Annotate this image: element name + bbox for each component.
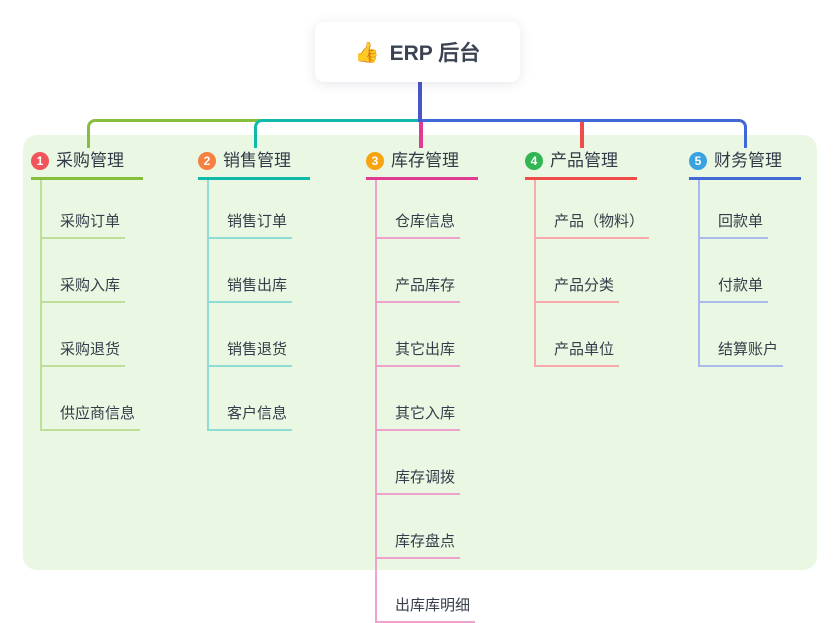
connector-finance-branch xyxy=(420,119,747,148)
root-node-label: ERP 后台 xyxy=(389,42,481,65)
branch-sales: 2 销售管理 销售订单 销售出库 销售退货 客户信息 xyxy=(198,150,310,431)
connector-sales-branch xyxy=(254,119,422,148)
children-product: 产品（物料） 产品分类 产品单位 xyxy=(534,180,650,367)
mindmap-canvas-panel xyxy=(23,135,817,570)
node-warehouse-info[interactable]: 仓库信息 xyxy=(377,180,461,239)
node-sales-order[interactable]: 销售订单 xyxy=(209,180,293,239)
connector-product-branch xyxy=(580,122,584,148)
branch-purchase: 1 采购管理 采购订单 采购入库 采购退货 供应商信息 xyxy=(31,150,143,431)
children-sales: 销售订单 销售出库 销售退货 客户信息 xyxy=(207,180,293,431)
badge-1-icon: 1 xyxy=(31,152,49,170)
node-product-unit[interactable]: 产品单位 xyxy=(536,303,620,367)
node-product-stock[interactable]: 产品库存 xyxy=(377,239,461,303)
badge-5-icon: 5 xyxy=(689,152,707,170)
badge-2-icon: 2 xyxy=(198,152,216,170)
children-inventory: 仓库信息 产品库存 其它出库 其它入库 库存调拨 库存盘点 出库库明细 xyxy=(375,180,476,623)
branch-title-product[interactable]: 4 产品管理 xyxy=(525,150,637,180)
branch-label: 采购管理 xyxy=(56,151,124,170)
branch-finance: 5 财务管理 回款单 付款单 结算账户 xyxy=(689,150,801,367)
children-purchase: 采购订单 采购入库 采购退货 供应商信息 xyxy=(40,180,141,431)
node-stock-count[interactable]: 库存盘点 xyxy=(377,495,461,559)
node-settlement-account[interactable]: 结算账户 xyxy=(700,303,784,367)
branch-label: 销售管理 xyxy=(223,151,291,170)
branch-label: 库存管理 xyxy=(391,151,459,170)
badge-3-icon: 3 xyxy=(366,152,384,170)
node-purchase-return[interactable]: 采购退货 xyxy=(42,303,126,367)
node-supplier-info[interactable]: 供应商信息 xyxy=(42,367,141,431)
node-purchase-order[interactable]: 采购订单 xyxy=(42,180,126,239)
root-node-erp[interactable]: 👍 ERP 后台 xyxy=(315,22,520,82)
children-finance: 回款单 付款单 结算账户 xyxy=(698,180,784,367)
connector-purchase-branch xyxy=(87,119,422,148)
branch-title-inventory[interactable]: 3 库存管理 xyxy=(366,150,478,180)
branch-product: 4 产品管理 产品（物料） 产品分类 产品单位 xyxy=(525,150,650,367)
node-outbound-detail[interactable]: 出库库明细 xyxy=(377,559,476,623)
node-sales-return[interactable]: 销售退货 xyxy=(209,303,293,367)
connector-root-stub xyxy=(418,81,422,122)
connector-inventory-branch xyxy=(419,122,423,148)
node-sales-outbound[interactable]: 销售出库 xyxy=(209,239,293,303)
badge-4-icon: 4 xyxy=(525,152,543,170)
thumbs-up-icon: 👍 xyxy=(354,41,380,64)
node-product-category[interactable]: 产品分类 xyxy=(536,239,620,303)
node-other-outbound[interactable]: 其它出库 xyxy=(377,303,461,367)
node-stock-transfer[interactable]: 库存调拨 xyxy=(377,431,461,495)
node-receipt-bill[interactable]: 回款单 xyxy=(700,180,769,239)
branch-title-finance[interactable]: 5 财务管理 xyxy=(689,150,801,180)
node-customer-info[interactable]: 客户信息 xyxy=(209,367,293,431)
branch-label: 产品管理 xyxy=(550,151,618,170)
node-purchase-inbound[interactable]: 采购入库 xyxy=(42,239,126,303)
branch-inventory: 3 库存管理 仓库信息 产品库存 其它出库 其它入库 库存调拨 库存盘点 出库库… xyxy=(366,150,478,623)
node-other-inbound[interactable]: 其它入库 xyxy=(377,367,461,431)
branch-label: 财务管理 xyxy=(714,151,782,170)
node-product-material[interactable]: 产品（物料） xyxy=(536,180,650,239)
branch-title-sales[interactable]: 2 销售管理 xyxy=(198,150,310,180)
branch-title-purchase[interactable]: 1 采购管理 xyxy=(31,150,143,180)
node-payment-bill[interactable]: 付款单 xyxy=(700,239,769,303)
